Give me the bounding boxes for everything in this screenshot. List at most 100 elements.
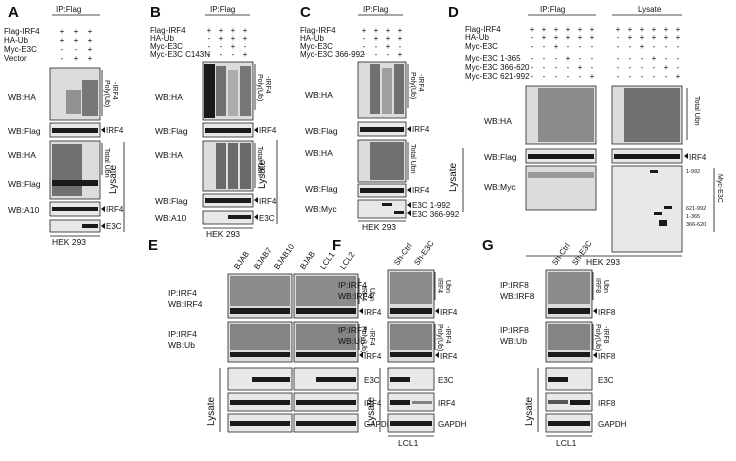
- c-sign: -: [375, 42, 378, 51]
- d-sign: -: [665, 72, 668, 81]
- b-sign: -: [244, 42, 247, 51]
- b-sign: -: [208, 42, 211, 51]
- d-sign: +: [578, 25, 583, 34]
- c-sign: +: [386, 34, 391, 43]
- e-wb-2: WB:Ub: [168, 340, 195, 350]
- d-sign: -: [677, 54, 680, 63]
- g-polyub: Poly(Ub): [594, 324, 601, 351]
- d-sign: +: [628, 25, 633, 34]
- b-cond-flag: Flag-IRF4: [150, 26, 186, 35]
- b-cell: HEK 293: [206, 229, 240, 239]
- d-wb-myc: WB:Myc: [484, 182, 516, 192]
- d-sign: +: [676, 72, 681, 81]
- c-blot-myc: [357, 199, 407, 219]
- a-sign-grid: ++++++--+-++: [60, 27, 93, 63]
- d-cond-haub: HA-Ub: [465, 33, 490, 42]
- c-sign: +: [386, 26, 391, 35]
- c-sign: -: [363, 34, 366, 43]
- d-wb-flag: WB:Flag: [484, 152, 517, 162]
- e-e3c: E3C: [364, 376, 380, 385]
- d-sign: -: [617, 63, 620, 72]
- c-sign: +: [362, 26, 367, 35]
- d-sign: +: [664, 25, 669, 34]
- panel-label-b: B: [150, 4, 161, 21]
- a-sign: +: [88, 36, 93, 45]
- e-wb-1: WB:IRF4: [168, 299, 203, 309]
- b-wb-flag-1: WB:Flag: [155, 126, 188, 136]
- e-irf4-2: IRF4: [364, 352, 382, 361]
- a-irf4-1: IRF4: [106, 126, 124, 135]
- b-sign: +: [243, 34, 248, 43]
- d-lysate: Lysate: [448, 162, 459, 192]
- g-ubn: Ubn: [602, 280, 609, 293]
- b-sign: +: [243, 26, 248, 35]
- d-366-620: 366-620: [686, 222, 706, 228]
- c-sign: +: [374, 34, 379, 43]
- d-sign: +: [566, 33, 571, 42]
- g-gapdh: GAPDH: [598, 420, 627, 429]
- panel-b: B IP:Flag Flag-IRF4 HA-Ub Myc-E3C Myc-E3…: [150, 4, 278, 239]
- a-blot-e3c: [49, 219, 101, 233]
- d-sign: -: [641, 72, 644, 81]
- b-sign: +: [207, 26, 212, 35]
- b-e3c: E3C: [259, 214, 275, 223]
- d-lysate-header: Lysate: [638, 5, 662, 14]
- c-sign-grid: ++++-+++--+----+: [362, 26, 403, 59]
- f-blot-irf4: [387, 392, 435, 412]
- d-sign: -: [629, 63, 632, 72]
- g-irf8-3: IRF8: [598, 399, 616, 408]
- panel-label-d: D: [448, 4, 459, 21]
- f-irf4-ubn-a: IRF4: [436, 278, 443, 293]
- e-irf4-ubn-a: IRF4: [360, 286, 367, 301]
- d-sign: -: [531, 33, 534, 42]
- a-sign: +: [60, 36, 65, 45]
- b-sign-grid: ++++-+++--+----+: [207, 26, 248, 59]
- d-sign: +: [578, 33, 583, 42]
- d-sign: -: [591, 42, 594, 51]
- a-sign: +: [60, 27, 65, 36]
- d-sign: +: [640, 33, 645, 42]
- d-sign: -: [579, 72, 582, 81]
- panel-label-g: G: [482, 237, 494, 254]
- g-cell: LCL1: [556, 438, 577, 448]
- d-sign: +: [640, 25, 645, 34]
- b-cond-myc: Myc-E3C: [150, 42, 183, 51]
- f-polyub: Poly(Ub): [436, 324, 443, 351]
- d-sign: +: [652, 54, 657, 63]
- d-sign: -: [555, 63, 558, 72]
- d-sign: +: [616, 25, 621, 34]
- a-wb-flag-1: WB:Flag: [8, 126, 41, 136]
- d-sign: -: [629, 42, 632, 51]
- d-ip-header: IP:Flag: [540, 5, 565, 14]
- a-sign: +: [88, 54, 93, 63]
- d-irf4: IRF4: [689, 153, 707, 162]
- e-ip-1: IP:IRF4: [168, 288, 197, 298]
- g-ip-2: IP:IRF8: [500, 325, 529, 335]
- c-cond-366: Myc-E3C 366-992: [300, 50, 365, 59]
- f-wb-1: WB:IRF4: [338, 291, 373, 301]
- b-sign: +: [231, 34, 236, 43]
- panel-label-e: E: [148, 237, 158, 254]
- d-sign: +: [542, 33, 547, 42]
- f-ubn: Ubn: [444, 280, 451, 293]
- d-sign: +: [530, 25, 535, 34]
- d-1-992: 1-992: [686, 169, 700, 175]
- d-sign: +: [628, 33, 633, 42]
- a-sign: -: [61, 54, 64, 63]
- b-sign: -: [220, 50, 223, 59]
- a-cond-myc: Myc-E3C: [4, 45, 37, 54]
- g-irf8-ubn-a: IRF8: [594, 278, 601, 293]
- a-sign: +: [88, 27, 93, 36]
- g-e3c: E3C: [598, 376, 614, 385]
- g-lane-label: Sh-Ctrl: [550, 241, 572, 267]
- d-sign: +: [566, 25, 571, 34]
- c-e3c-366: E3C 366-992: [412, 210, 460, 219]
- c-cond-flag: Flag-IRF4: [300, 26, 336, 35]
- d-sign: +: [652, 33, 657, 42]
- c-cell: HEK 293: [362, 222, 396, 232]
- d-sign: -: [579, 42, 582, 51]
- g-irf8-1: IRF8: [598, 308, 616, 317]
